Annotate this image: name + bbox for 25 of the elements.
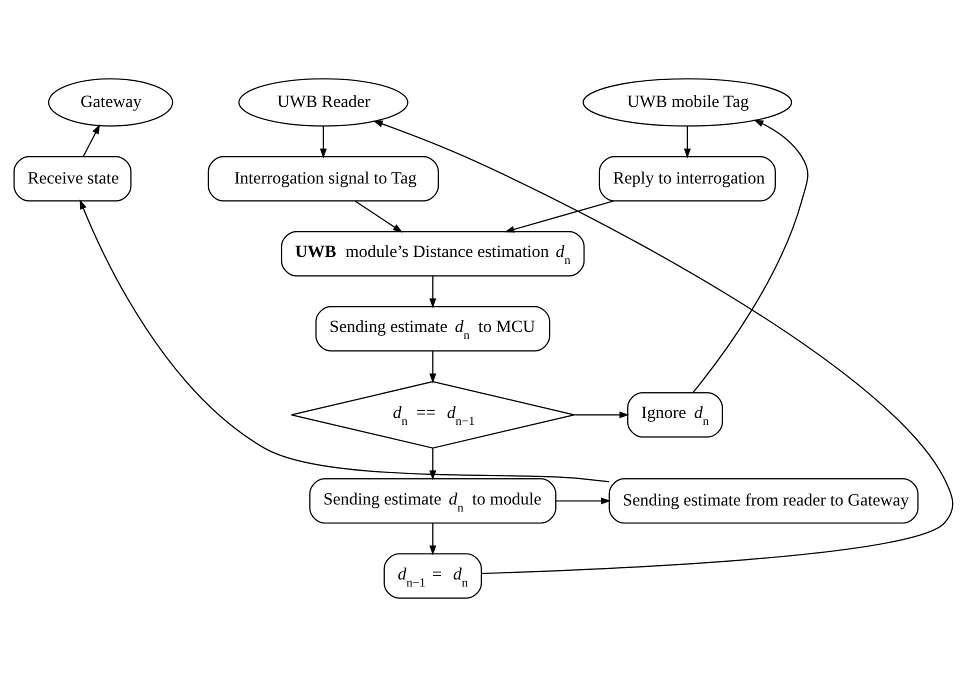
node-diamond: d$_{n}$ == d$_{n−1}$ [290,381,574,449]
arrow [82,124,100,157]
node-box: Receive state [12,156,132,202]
node-box: Ignore d$_{n}$ [626,392,723,438]
arrow [79,199,609,482]
node-box: d$_{n−1}$ = d$_{n}$ [383,553,482,599]
node-box: Reply to interrogation [598,156,776,202]
arrow [428,276,436,308]
node-box: Sending estimate d$_{n}$ to MCU [314,306,550,352]
arrow [319,126,326,158]
arrow [372,120,953,574]
arrow [504,200,614,233]
arrow [683,126,690,158]
arrow [692,120,808,393]
node-ellipse: Gateway [48,78,173,127]
arrow [428,448,436,480]
node-box: Interrogation signal to Tag [207,156,438,202]
arrow [428,523,436,556]
node-box: Sending estimate from reader to Gateway [608,478,918,524]
node-box: Sending estimate d$_{n}$ to module [308,478,556,524]
node-box: UWB module’s Distance estimation d$_{n}$ [280,231,584,276]
arrow [354,200,402,233]
arrow [574,411,629,418]
arrow [428,351,436,384]
arrow [555,497,610,504]
